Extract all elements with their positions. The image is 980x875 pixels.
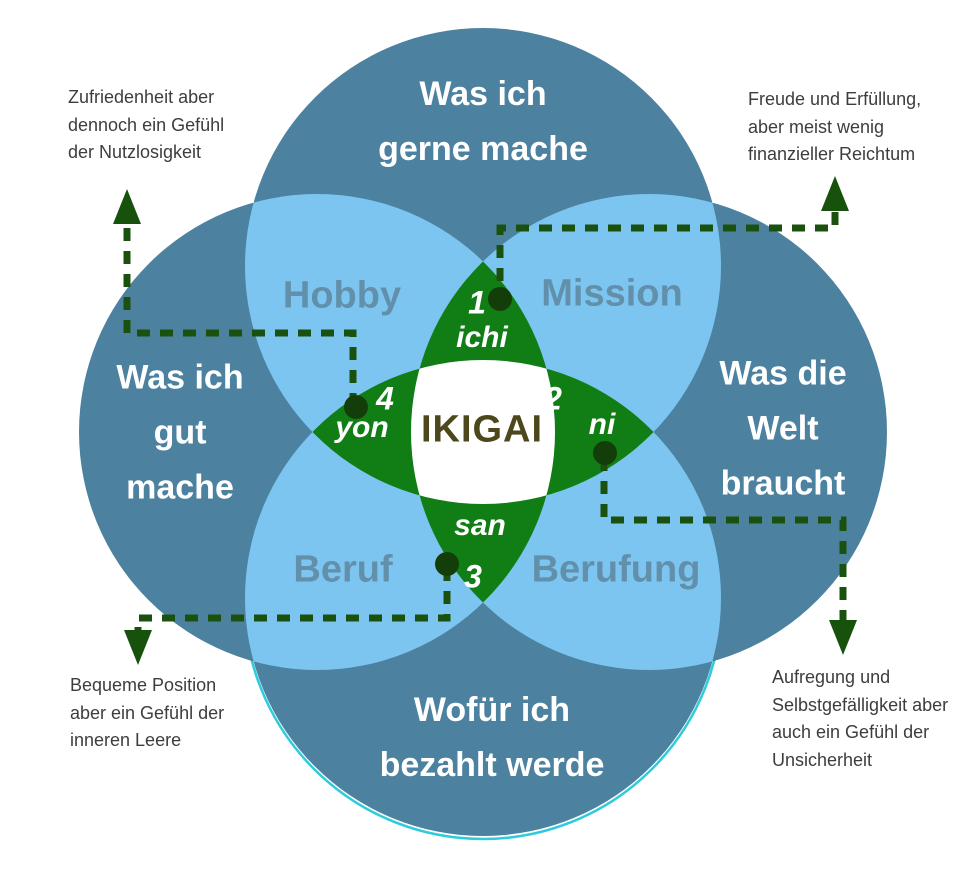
arrow-up-icon <box>113 189 141 224</box>
petal-3-word: san <box>454 509 506 542</box>
petal-1-word: ichi <box>456 321 508 354</box>
circle-top-title: Was ich gerne mache <box>378 67 588 177</box>
connector-top-right <box>496 212 839 292</box>
circle-top-title-line: Was ich <box>419 75 547 113</box>
overlap-label-hobby: Hobby <box>282 274 402 317</box>
dot-petal-2 <box>593 441 617 465</box>
circle-left-title-line: gut <box>153 413 207 452</box>
annotation-line: der Nutzlosigkeit <box>68 142 202 162</box>
annotation-bottom-left: Bequeme Position aber ein Gefühl der inn… <box>70 672 224 755</box>
annotation-line: aber meist wenig <box>748 116 885 137</box>
overlap-label-beruf: Beruf <box>293 548 393 591</box>
circle-right-title: Was die Welt braucht <box>719 347 846 512</box>
petal-4-word: yon <box>335 411 389 444</box>
annotation-top-left: Zufriedenheit aber dennoch ein Gefühl de… <box>68 84 224 167</box>
circle-bottom-title-line: Wofür ich <box>413 691 571 729</box>
circle-bottom-title-line: bezahlt werde <box>379 746 605 784</box>
annotation-line: dennoch ein Gefühl <box>68 114 225 135</box>
annotation-line: Aufregung und <box>772 667 891 687</box>
petal-3-number: 3 <box>464 558 482 595</box>
dot-petal-4 <box>344 395 368 419</box>
annotation-line: Selbstgefälligkeit aber <box>772 694 949 715</box>
connector-bottom-left <box>134 568 451 632</box>
annotation-top-right: Freude und Erfüllung, aber meist wenig f… <box>748 86 921 169</box>
ikigai-title: IKIGAI <box>420 408 544 451</box>
circle-bottom-title: Wofür ich bezahlt werde <box>380 683 605 793</box>
annotation-line: Unsicherheit <box>772 749 873 770</box>
annotation-line: Bequeme Position <box>70 675 217 695</box>
annotation-line: inneren Leere <box>70 730 182 750</box>
annotation-line: auch ein Gefühl der <box>772 722 930 742</box>
overlap-label-mission: Mission <box>541 272 683 315</box>
circle-right-title-line: Welt <box>747 409 819 448</box>
petal-1-number: 1 <box>468 284 486 321</box>
circle-left-title-line: mache <box>126 468 234 507</box>
arrow-down-icon <box>829 620 857 655</box>
arrow-down-icon <box>124 630 152 665</box>
circle-left-title-line: Was ich <box>116 358 244 397</box>
dot-petal-1 <box>488 287 512 311</box>
connector-top-left <box>123 228 357 400</box>
annotation-line: Freude und Erfüllung, <box>748 89 922 109</box>
annotation-line: finanzieller Reichtum <box>748 144 916 164</box>
annotation-bottom-right: Aufregung und Selbstgefälligkeit aber au… <box>772 664 948 774</box>
circle-right-title-line: braucht <box>720 464 846 503</box>
circle-top-title-line: gerne mache <box>378 130 588 168</box>
circle-right-title-line: Was die <box>719 354 847 393</box>
arrow-up-icon <box>821 176 849 211</box>
annotation-line: Zufriedenheit aber <box>68 87 215 107</box>
overlap-label-berufung: Berufung <box>531 548 701 591</box>
circle-left-title: Was ich gut mache <box>116 351 243 516</box>
petal-2-number: 2 <box>544 380 562 417</box>
petal-4-number: 4 <box>376 380 394 417</box>
annotation-line: aber ein Gefühl der <box>70 702 225 723</box>
connector-bottom-right <box>600 458 847 620</box>
dot-petal-3 <box>435 552 459 576</box>
petal-2-word: ni <box>588 408 616 441</box>
